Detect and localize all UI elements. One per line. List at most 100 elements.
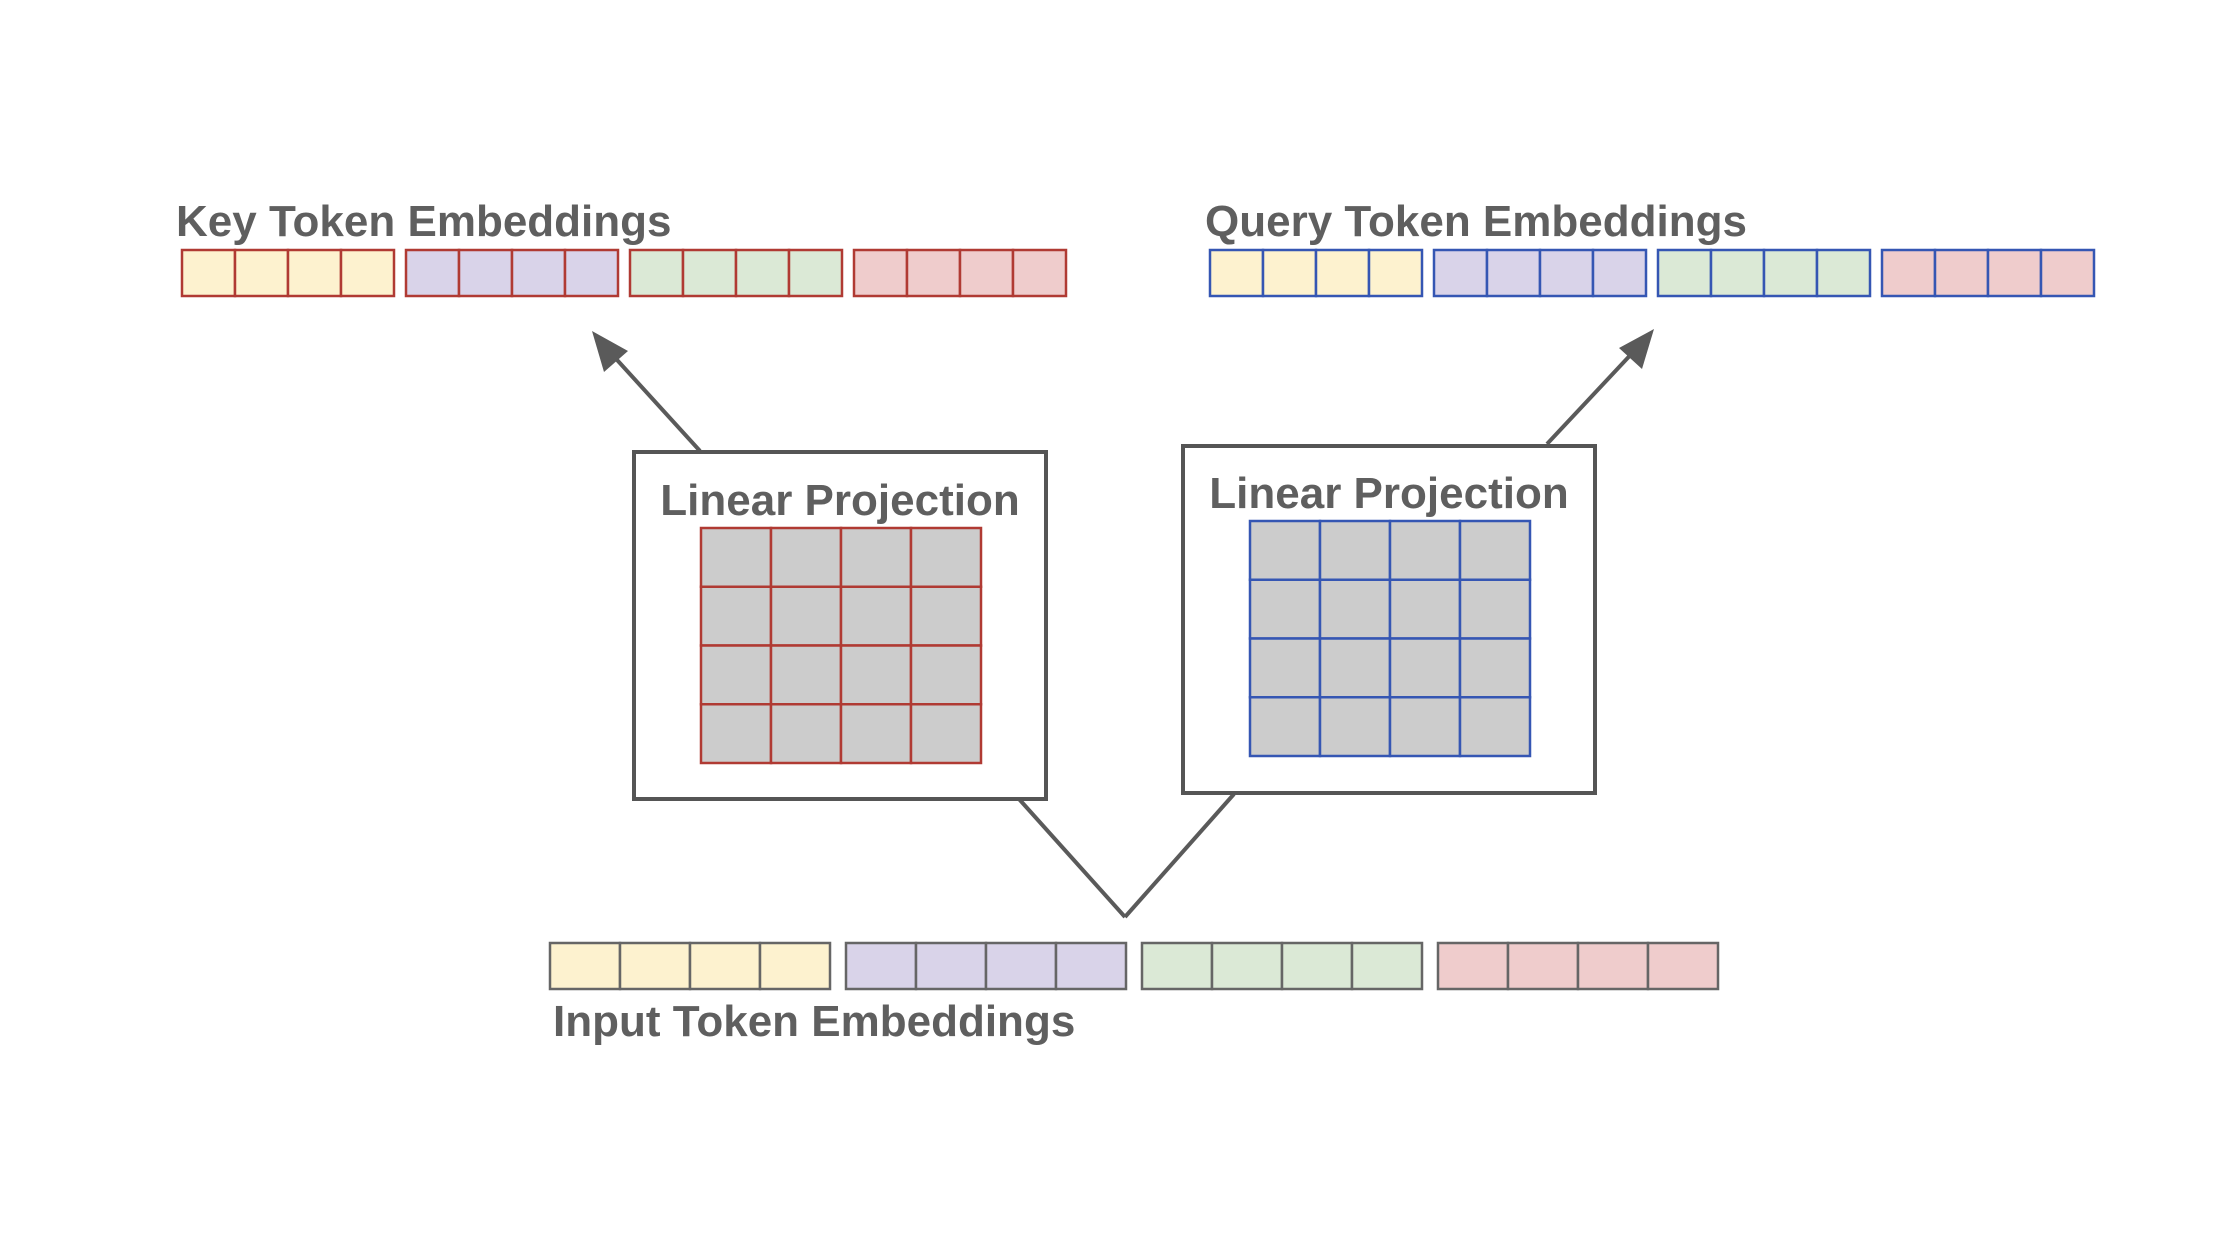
query-token-2 [1432, 248, 1648, 298]
key-token-3 [628, 248, 844, 298]
key-matrix-cell [699, 644, 773, 706]
query-cell [1538, 248, 1595, 298]
input-embeddings-title: Input Token Embeddings [553, 997, 1075, 1046]
query-matrix-cell [1458, 637, 1532, 699]
query-matrix-cell [1458, 578, 1532, 640]
query-cell [1880, 248, 1937, 298]
key-embedding-row [180, 248, 1068, 298]
input-cell [914, 941, 988, 991]
input-cell [1576, 941, 1650, 991]
query-projection-matrix [1248, 519, 1532, 758]
input-token-1 [548, 941, 832, 991]
query-matrix-cell [1318, 637, 1392, 699]
input-cell [1054, 941, 1128, 991]
input-cell [548, 941, 622, 991]
query-matrix-cell [1388, 637, 1462, 699]
arrow-to-key-embeddings [592, 331, 702, 453]
query-cell [1432, 248, 1489, 298]
query-cell [2039, 248, 2096, 298]
input-to-key-projection-line [1017, 797, 1127, 919]
key-cell [339, 248, 396, 298]
key-matrix-cell [699, 585, 773, 647]
key-matrix-cell [909, 703, 983, 765]
key-cell [852, 248, 909, 298]
key-cell [787, 248, 844, 298]
query-projection-label: Linear Projection [1209, 469, 1568, 518]
key-cell [457, 248, 514, 298]
query-cell [1656, 248, 1713, 298]
input-cell [618, 941, 692, 991]
key-cell [958, 248, 1015, 298]
query-cell [1591, 248, 1648, 298]
query-matrix-cell [1248, 637, 1322, 699]
input-cell [1646, 941, 1720, 991]
key-token-2 [404, 248, 620, 298]
query-cell [1986, 248, 2043, 298]
key-cell [1011, 248, 1068, 298]
key-matrix-cell [839, 703, 913, 765]
input-token-3 [1140, 941, 1424, 991]
query-matrix-cell [1248, 696, 1322, 758]
key-cell [404, 248, 461, 298]
key-cell [233, 248, 290, 298]
query-cell [1762, 248, 1819, 298]
key-matrix-cell [909, 585, 983, 647]
input-cell [1436, 941, 1510, 991]
key-cell [286, 248, 343, 298]
query-cell [1261, 248, 1318, 298]
key-matrix-cell [909, 526, 983, 588]
query-embedding-row [1208, 248, 2096, 298]
key-cell [510, 248, 567, 298]
input-cell [1280, 941, 1354, 991]
query-matrix-cell [1248, 519, 1322, 581]
query-matrix-cell [1388, 578, 1462, 640]
input-token-4 [1436, 941, 1720, 991]
input-cell [1140, 941, 1214, 991]
input-cell [1506, 941, 1580, 991]
input-cell [1350, 941, 1424, 991]
key-cell [905, 248, 962, 298]
key-matrix-cell [769, 585, 843, 647]
key-projection-matrix [699, 526, 983, 765]
input-token-2 [844, 941, 1128, 991]
query-matrix-cell [1248, 578, 1322, 640]
query-matrix-cell [1318, 519, 1392, 581]
query-token-1 [1208, 248, 1424, 298]
key-matrix-cell [769, 526, 843, 588]
key-token-1 [180, 248, 396, 298]
key-linear-projection: Linear Projection [632, 450, 1048, 801]
key-cell [563, 248, 620, 298]
input-embedding-row [548, 941, 1720, 991]
query-embeddings-title: Query Token Embeddings [1205, 197, 1747, 246]
key-cell [180, 248, 237, 298]
key-matrix-cell [909, 644, 983, 706]
input-cell [1210, 941, 1284, 991]
key-embeddings-title: Key Token Embeddings [176, 197, 672, 246]
query-token-4 [1880, 248, 2096, 298]
query-cell [1815, 248, 1872, 298]
query-cell [1709, 248, 1766, 298]
input-cell [758, 941, 832, 991]
query-cell [1367, 248, 1424, 298]
key-matrix-cell [769, 703, 843, 765]
key-matrix-cell [699, 526, 773, 588]
query-matrix-cell [1318, 578, 1392, 640]
key-matrix-cell [839, 526, 913, 588]
key-matrix-cell [839, 585, 913, 647]
query-matrix-cell [1388, 696, 1462, 758]
key-matrix-cell [839, 644, 913, 706]
key-cell [734, 248, 791, 298]
input-cell [984, 941, 1058, 991]
input-to-query-projection-line [1123, 792, 1236, 919]
query-cell [1933, 248, 1990, 298]
query-matrix-cell [1318, 696, 1392, 758]
key-projection-label: Linear Projection [660, 476, 1019, 525]
query-matrix-cell [1388, 519, 1462, 581]
query-matrix-cell [1458, 696, 1532, 758]
key-matrix-cell [699, 703, 773, 765]
query-linear-projection: Linear Projection [1181, 444, 1597, 795]
input-cell [688, 941, 762, 991]
query-matrix-cell [1458, 519, 1532, 581]
query-cell [1314, 248, 1371, 298]
